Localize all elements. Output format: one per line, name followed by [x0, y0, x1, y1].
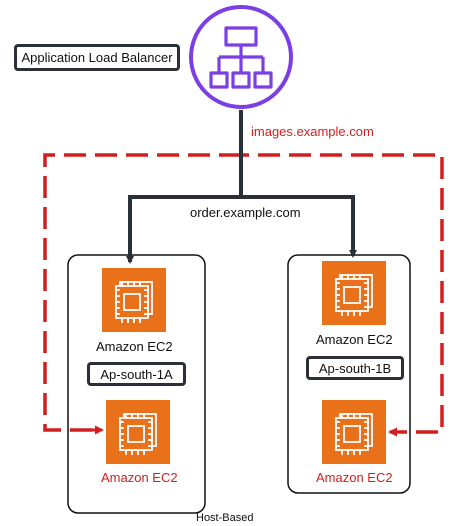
orders-host-label: order.example.com [190, 205, 301, 220]
images-route-left [43, 153, 241, 432]
ec2-chip-icon [106, 400, 170, 464]
load-balancer-label: Application Load Balancer [14, 44, 180, 71]
orders-route-branch [128, 195, 355, 258]
images-host-label: images.example.com [251, 124, 374, 139]
ec2-instance-label: Amazon EC2 [101, 470, 178, 485]
load-balancer-icon [189, 5, 293, 109]
az-a-container [67, 254, 206, 514]
ec2-instance-label: Amazon EC2 [96, 339, 173, 354]
ec2-instance-label: Amazon EC2 [316, 332, 393, 347]
ec2-instance-label: Amazon EC2 [316, 470, 393, 485]
images-route-right [239, 110, 444, 434]
az-a-label: Ap-south-1A [87, 362, 186, 386]
diagram-caption: Host-Based [196, 512, 254, 524]
az-b-label: Ap-south-1B [306, 356, 404, 380]
ec2-chip-icon [102, 268, 166, 332]
ec2-chip-icon [322, 261, 386, 325]
ec2-chip-icon [322, 400, 386, 464]
